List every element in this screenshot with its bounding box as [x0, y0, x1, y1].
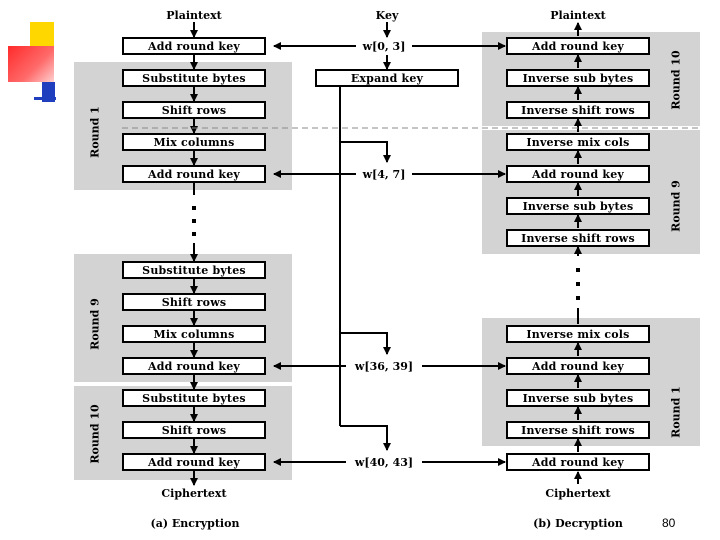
expand-key-box: Expand key: [315, 69, 459, 87]
dec-round1-label: Round 1: [669, 386, 683, 438]
key-word-w4-7: w[4, 7]: [356, 168, 412, 181]
dec-ciphertext-label: Ciphertext: [545, 487, 611, 500]
enc-r9-add-round-key: Add round key: [122, 357, 266, 375]
key-word-w40-43: w[40, 43]: [346, 456, 422, 469]
enc-plaintext-label: Plaintext: [166, 9, 222, 22]
dec-r10-add-round-key: Add round key: [506, 37, 650, 55]
enc-r1-mix-columns: Mix columns: [122, 133, 266, 151]
ornament-red-square: [8, 46, 54, 82]
dec-initial-add-round-key: Add round key: [506, 453, 650, 471]
dec-r1-inverse-sub-bytes: Inverse sub bytes: [506, 389, 650, 407]
dec-plaintext-label: Plaintext: [550, 9, 606, 22]
enc-round1-label: Round 1: [88, 106, 102, 158]
slide-ornament: [0, 0, 60, 110]
dec-r9-inverse-sub-bytes: Inverse sub bytes: [506, 197, 650, 215]
key-word-w0-3: w[0, 3]: [356, 40, 412, 53]
dec-r9-add-round-key: Add round key: [506, 165, 650, 183]
dec-round9-label: Round 9: [669, 180, 683, 232]
enc-r10-add-round-key: Add round key: [122, 453, 266, 471]
enc-r1-substitute-bytes: Substitute bytes: [122, 69, 266, 87]
dec-r1-inverse-shift-rows: Inverse shift rows: [506, 421, 650, 439]
dec-r1-add-round-key: Add round key: [506, 357, 650, 375]
dec-r9-inverse-mix-cols: Inverse mix cols: [506, 133, 650, 151]
dec-r9-inverse-shift-rows: Inverse shift rows: [506, 229, 650, 247]
dec-caption: (b) Decryption: [533, 517, 623, 530]
dec-r1-inverse-mix-cols: Inverse mix cols: [506, 325, 650, 343]
dec-r10-inverse-shift-rows: Inverse shift rows: [506, 101, 650, 119]
enc-r9-substitute-bytes: Substitute bytes: [122, 261, 266, 279]
enc-round9-label: Round 9: [88, 298, 102, 350]
dec-r10-inverse-sub-bytes: Inverse sub bytes: [506, 69, 650, 87]
page-number: 80: [662, 516, 676, 530]
enc-round10-label: Round 10: [88, 404, 102, 464]
dec-round10-label: Round 10: [669, 50, 683, 110]
enc-r9-shift-rows: Shift rows: [122, 293, 266, 311]
enc-r9-mix-columns: Mix columns: [122, 325, 266, 343]
enc-caption: (a) Encryption: [150, 517, 240, 530]
enc-r10-substitute-bytes: Substitute bytes: [122, 389, 266, 407]
ornament-line: [34, 97, 56, 100]
key-word-w36-39: w[36, 39]: [346, 360, 422, 373]
enc-r10-shift-rows: Shift rows: [122, 421, 266, 439]
enc-initial-add-round-key: Add round key: [122, 37, 266, 55]
ornament-yellow-square: [30, 22, 54, 48]
enc-ciphertext-label: Ciphertext: [161, 487, 227, 500]
key-label: Key: [375, 9, 399, 22]
enc-r1-shift-rows: Shift rows: [122, 101, 266, 119]
enc-r1-add-round-key: Add round key: [122, 165, 266, 183]
